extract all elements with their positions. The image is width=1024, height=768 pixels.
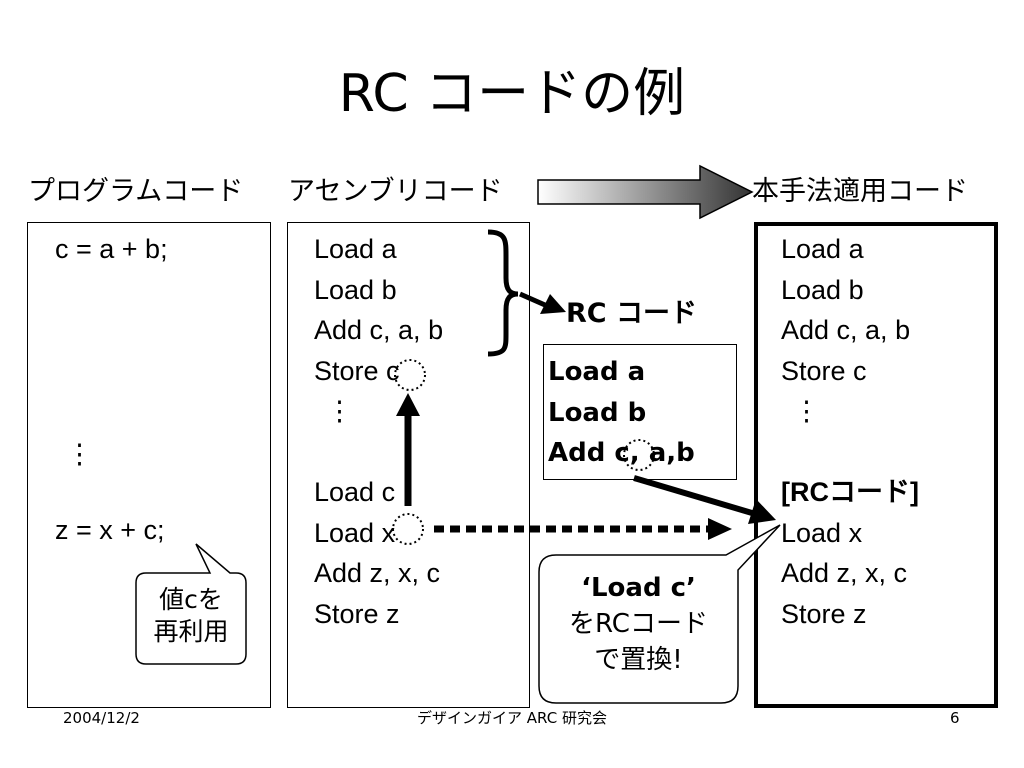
transform-arrow-icon xyxy=(537,164,754,220)
footer-page-number: 6 xyxy=(950,709,960,727)
applied-code-heading: 本手法適用コード xyxy=(752,176,968,207)
assembly-line: Load a xyxy=(314,234,397,264)
assembly-line: Load x xyxy=(314,517,396,548)
rc-code-list: Load a Load b Add c, a,b xyxy=(548,352,695,474)
applied-line: Store z xyxy=(781,598,867,629)
add-c-circle-icon xyxy=(623,439,655,471)
replace-callout: ‘Load c’ をRCコード で置換! xyxy=(539,570,738,678)
replace-callout-bubble xyxy=(538,524,781,704)
assembly-code-list: Load a Load b Add c, a, b Store c ⋮ Load… xyxy=(314,229,443,634)
replace-callout-line-3: で置換! xyxy=(594,645,683,675)
applied-line: Load b xyxy=(781,274,864,305)
applied-line: Add z, x, c xyxy=(781,558,908,588)
reuse-callout-line-1: 値cを xyxy=(159,585,223,614)
assembly-line: Load c xyxy=(314,477,396,507)
applied-code-list: Load a Load b Add c, a, b Store c ⋮ [RCコ… xyxy=(781,229,919,634)
rc-line: Add c, a,b xyxy=(548,438,695,468)
store-c-circle-icon xyxy=(394,359,426,391)
page-title: RC コードの例 xyxy=(338,64,686,124)
assembly-ellipsis: ⋮ xyxy=(326,396,353,426)
program-line-2: z = x + c; xyxy=(55,515,165,545)
assembly-line: Add c, a, b xyxy=(314,315,444,345)
applied-line: Add c, a, b xyxy=(781,315,911,345)
applied-ellipsis: ⋮ xyxy=(793,396,820,426)
program-code-box xyxy=(27,222,271,708)
program-ellipsis: ⋮ xyxy=(66,439,93,469)
program-line-1: c = a + b; xyxy=(55,234,168,264)
rc-insert-arrow-icon xyxy=(633,475,753,516)
footer-date: 2004/12/2 xyxy=(63,709,140,727)
applied-line: Load x xyxy=(781,517,863,548)
assembly-line: Store z xyxy=(314,598,400,629)
applied-line: Store c xyxy=(781,355,867,386)
applied-code-box xyxy=(754,222,998,708)
assembly-code-heading: アセンブリコード xyxy=(288,176,503,207)
load-c-circle-icon xyxy=(392,513,424,545)
assembly-line: Add z, x, c xyxy=(314,558,441,588)
reuse-callout-line-2: 再利用 xyxy=(153,617,229,646)
replace-callout-line-1: ‘Load c’ xyxy=(581,573,696,603)
applied-rc-marker: [RCコード] xyxy=(781,477,919,507)
rc-line: Load b xyxy=(548,397,647,428)
replace-callout-line-2: をRCコード xyxy=(569,609,708,639)
reuse-callout-bubble xyxy=(135,543,247,665)
assembly-line: Load b xyxy=(314,274,397,305)
assembly-line: Store c xyxy=(314,355,400,386)
rc-code-label: RC コード xyxy=(566,298,698,329)
assembly-code-box xyxy=(287,222,530,708)
brace-arrow-icon xyxy=(518,291,547,308)
program-code-heading: プログラムコード xyxy=(28,176,244,207)
rc-line: Load a xyxy=(548,357,646,387)
reuse-callout: 値cを 再利用 xyxy=(136,584,246,648)
footer-center: デザインガイア ARC 研究会 xyxy=(417,709,607,727)
applied-line: Load a xyxy=(781,234,864,264)
brace-icon xyxy=(487,229,519,357)
